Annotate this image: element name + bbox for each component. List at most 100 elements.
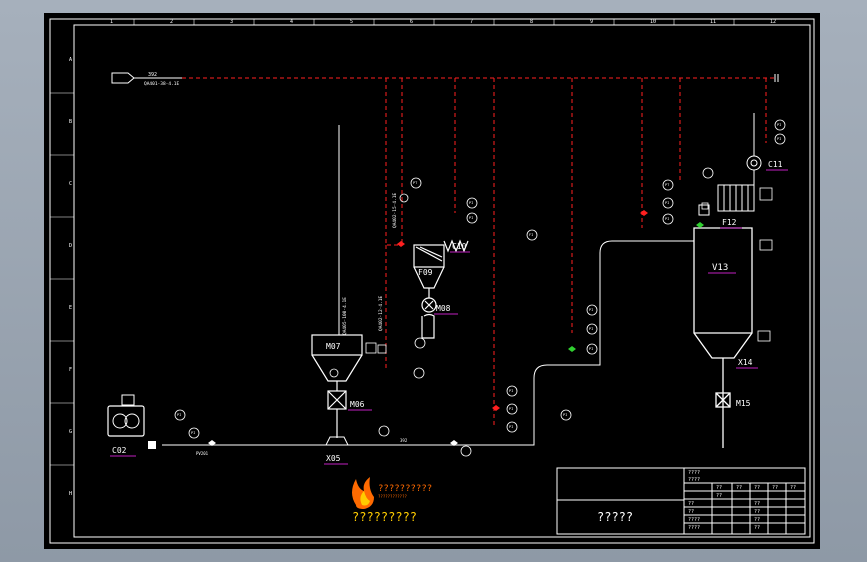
f12-label: F12 — [722, 218, 737, 227]
tick-top-10: 10 — [650, 19, 656, 25]
svg-text:??: ?? — [754, 517, 760, 523]
tick-top-2: 2 — [170, 19, 173, 25]
tick-top-12: 12 — [770, 19, 776, 25]
svg-text:PI: PI — [589, 347, 593, 351]
tick-top-6: 6 — [410, 19, 413, 25]
m07-hopper[interactable] — [311, 334, 363, 438]
svg-text:FI: FI — [529, 233, 533, 237]
c11-fan[interactable] — [746, 113, 762, 185]
svg-text:????: ???? — [688, 470, 700, 476]
svg-text:??: ?? — [716, 485, 722, 491]
svg-text:????: ???? — [688, 525, 700, 531]
tick-side-1: A — [69, 57, 72, 63]
logo-subtitle: ???????????? — [378, 494, 407, 499]
tick-top-9: 9 — [590, 19, 593, 25]
pipe-tag-e: 392 — [400, 438, 408, 443]
svg-text:??: ?? — [688, 501, 694, 507]
svg-text:??: ?? — [754, 485, 760, 491]
tick-top-4: 4 — [290, 19, 293, 25]
svg-text:PI: PI — [469, 201, 473, 205]
c02-label: C02 — [112, 446, 127, 455]
instrument-boxes — [365, 187, 773, 354]
m07-label: M07 — [326, 342, 341, 351]
svg-text:PI: PI — [777, 123, 781, 127]
tick-side-2: B — [69, 119, 72, 125]
instrument-labels: PI PI PT PI PI FI PI PI PI PI PI PI PI P… — [177, 123, 781, 435]
x14-label: X14 — [738, 358, 753, 367]
v13-label: V13 — [712, 263, 728, 273]
drawing-title: ????? — [597, 510, 633, 524]
svg-text:????: ???? — [688, 517, 700, 523]
svg-text:PI: PI — [509, 389, 513, 393]
svg-text:??: ?? — [688, 509, 694, 515]
svg-text:??: ?? — [754, 525, 760, 531]
svg-text:??: ?? — [772, 485, 778, 491]
valve-markers[interactable] — [208, 210, 704, 446]
svg-text:PI: PI — [589, 327, 593, 331]
border-tick-marks — [50, 19, 735, 466]
tick-top-11: 11 — [710, 19, 716, 25]
x05-feeder[interactable] — [325, 436, 349, 446]
company-logo — [352, 477, 374, 509]
drawing-sheet: 1 2 3 4 5 6 7 8 9 10 11 12 A B C D E F G… — [44, 13, 820, 549]
svg-text:??: ?? — [716, 493, 722, 499]
c02-blower[interactable] — [107, 394, 156, 449]
supply-tag: 392 — [148, 72, 157, 78]
svg-text:PI: PI — [509, 425, 513, 429]
svg-text:PI: PI — [589, 308, 593, 312]
c10-label: C10 — [452, 242, 467, 251]
f12-bag-filter[interactable] — [698, 184, 755, 216]
title-block — [556, 467, 806, 535]
svg-text:PI: PI — [563, 413, 567, 417]
svg-text:PT: PT — [413, 181, 418, 185]
svg-text:PI: PI — [177, 413, 181, 417]
svg-text:PI: PI — [665, 217, 669, 221]
svg-text:PI: PI — [469, 216, 473, 220]
border-ticks: 1 2 3 4 5 6 7 8 9 10 11 12 A B C D E F G… — [69, 19, 776, 497]
tick-side-6: F — [69, 367, 72, 373]
branch-label-b: QA402-12-4.1E — [378, 295, 384, 331]
v13-vessel[interactable] — [693, 227, 753, 448]
tick-top-1: 1 — [110, 19, 113, 25]
tick-top-3: 3 — [230, 19, 233, 25]
c11-label: C11 — [768, 160, 783, 169]
svg-text:??: ?? — [790, 485, 796, 491]
f09-filter[interactable] — [413, 239, 469, 339]
svg-text:??: ?? — [754, 501, 760, 507]
svg-text:PI: PI — [509, 407, 513, 411]
tick-side-7: G — [69, 429, 72, 435]
tick-side-5: E — [69, 305, 72, 311]
svg-text:????: ???? — [688, 477, 700, 483]
logo-slogan: ????????? — [352, 510, 417, 524]
tick-top-7: 7 — [470, 19, 473, 25]
svg-text:??: ?? — [736, 485, 742, 491]
m06-label: M06 — [350, 400, 365, 409]
m08-label: M08 — [436, 304, 451, 313]
branch-label-c: QA405-100-4.1E — [342, 297, 348, 335]
tick-top-5: 5 — [350, 19, 353, 25]
branch-label-a: QA402-15-4.1E — [392, 192, 398, 228]
supply-inlet-arrow — [111, 72, 135, 84]
title-block-text: ???? ???? ?? ?? ?? ?? ?? ?? ?? ?? ???? ?… — [688, 470, 796, 531]
tick-top-8: 8 — [530, 19, 533, 25]
x05-label: X05 — [326, 454, 341, 463]
svg-text:PI: PI — [777, 137, 781, 141]
gas-supply-header[interactable] — [182, 77, 774, 428]
tick-side-3: C — [69, 181, 72, 187]
logo-name: ?????????? — [378, 484, 432, 494]
tick-side-8: H — [69, 491, 72, 497]
svg-text:??: ?? — [754, 509, 760, 515]
header-end-cap — [774, 74, 779, 82]
process-flow-diagram[interactable]: 1 2 3 4 5 6 7 8 9 10 11 12 A B C D E F G… — [44, 13, 820, 549]
pipe-tag-d: PV201 — [196, 451, 209, 456]
supply-spec: QA401-38-4.1E — [144, 81, 180, 87]
m15-label: M15 — [736, 399, 751, 408]
svg-text:PT: PT — [665, 183, 670, 187]
instrument-bubbles[interactable] — [174, 119, 786, 457]
tick-side-4: D — [69, 243, 72, 249]
f09-label: F09 — [418, 268, 433, 277]
svg-text:PI: PI — [191, 431, 195, 435]
outer-border — [49, 18, 815, 544]
main-process-line[interactable] — [162, 125, 694, 446]
